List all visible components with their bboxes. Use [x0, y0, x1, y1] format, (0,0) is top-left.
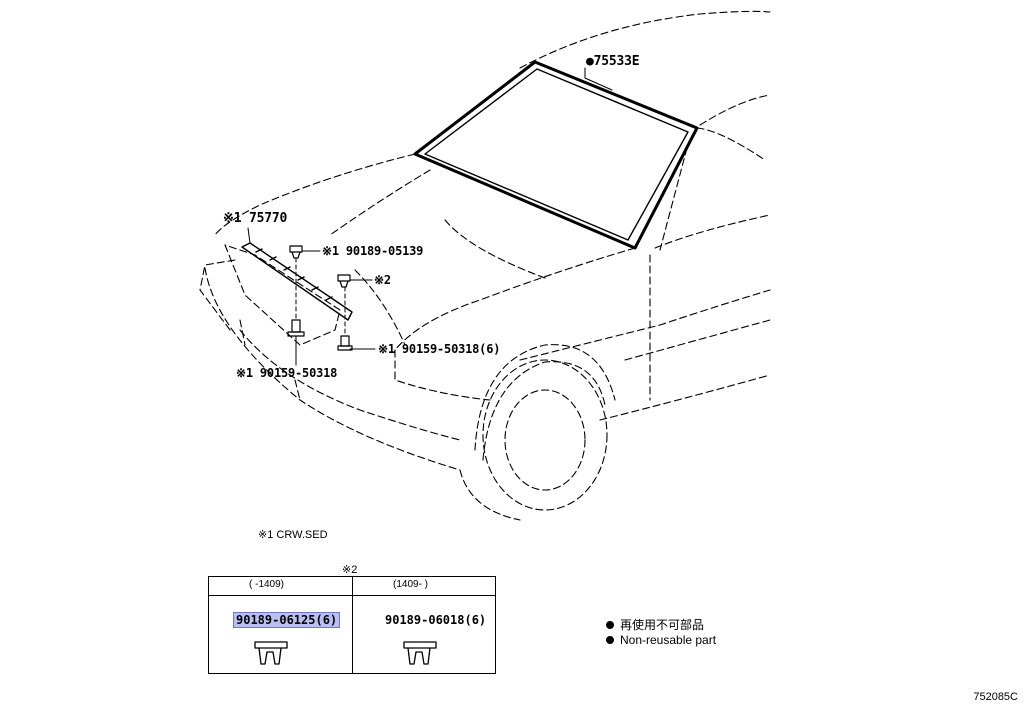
table-col1-header: ( -1409) [249, 579, 285, 590]
cowl-louver [241, 242, 353, 321]
roof-outline [519, 10, 771, 69]
clip-top-icon [289, 245, 303, 259]
table-col2-header: (1409- ) [393, 579, 429, 590]
legend-line1: 再使用不可部品 [620, 618, 705, 632]
callout-windshield: ●75533E [586, 54, 640, 69]
wheel-arch [474, 344, 616, 451]
grille [224, 244, 341, 346]
table-clip-icon-1 [254, 641, 288, 665]
bullet-icon [606, 636, 614, 644]
front-bumper [204, 267, 461, 471]
callout-clip-top: ※1 90189-05139 [322, 244, 424, 258]
windshield [413, 60, 699, 250]
figure-id: 752085C [973, 691, 1018, 703]
legend-japanese: 再使用不可部品 [606, 616, 704, 633]
footnote: ※1 CRW.SED [258, 529, 328, 541]
bullet-icon [606, 620, 614, 629]
callout-cowl-louver: ※1 75770 [223, 211, 288, 226]
table-clip-icon-2 [403, 641, 437, 665]
screw-right-icon [337, 335, 353, 351]
callout-clip-mid: ※2 [374, 273, 391, 287]
legend-line2: Non-reusable part [620, 633, 717, 647]
clip-mid-icon [337, 274, 351, 288]
rear-roof [699, 94, 771, 126]
hood-outline [214, 153, 416, 236]
screw-left-icon [287, 319, 305, 337]
table-divider [352, 577, 353, 673]
legend-english: Non-reusable part [606, 633, 716, 647]
variant-table: ( -1409) (1409- ) 90189-06125(6) 90189-0… [208, 576, 496, 674]
table-col2-part[interactable]: 90189-06018(6) [385, 613, 487, 627]
front-tire [482, 359, 608, 511]
table-col1-part[interactable]: 90189-06125(6) [233, 612, 341, 628]
callout-screw-left: ※1 90159-50318 [236, 366, 338, 380]
callout-screw-right: ※1 90159-50318(6) [378, 342, 501, 356]
table-marker: ※2 [342, 564, 358, 576]
